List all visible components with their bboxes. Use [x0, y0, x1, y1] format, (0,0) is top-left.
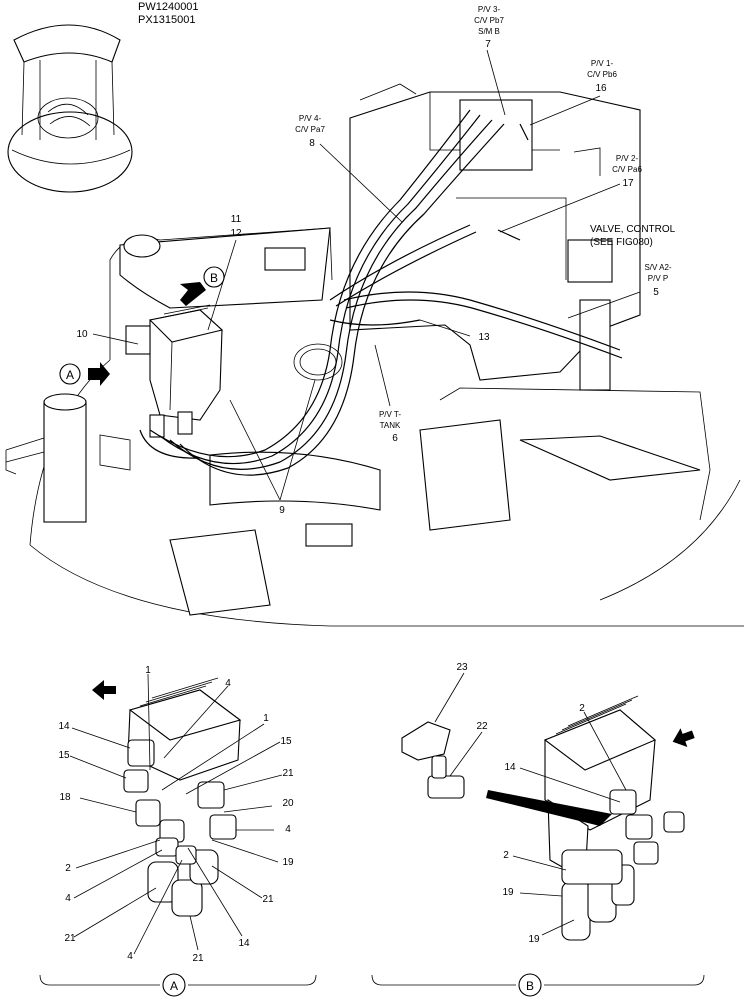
detail-a-label-15-left: 15 [58, 750, 70, 761]
hose-bundle [139, 109, 623, 476]
detail-b-direction-arrow-icon [672, 728, 695, 748]
control-valve-body [349, 83, 641, 391]
detail-b-label-14: 14 [504, 762, 516, 773]
detail-a-label-21-bottom: 21 [192, 953, 204, 964]
main-leader-lines [92, 49, 641, 501]
detail-b-title: B [526, 979, 534, 993]
label-17-line2: C/V Pa6 [612, 165, 642, 174]
label-7-line3: S/M B [478, 27, 500, 36]
detail-a-label-4-top: 4 [225, 678, 231, 689]
label-6: 6 [392, 433, 398, 444]
detail-a-label-21-right: 21 [282, 768, 294, 779]
machine-thumbnail [7, 24, 133, 193]
detail-a-title: A [170, 979, 178, 993]
detail-b-label-2-top: 2 [579, 703, 585, 714]
label-10: 10 [76, 329, 88, 340]
detail-a-label-1-right: 1 [263, 713, 269, 724]
view-b-letter: B [210, 271, 218, 285]
detail-a-label-4-bottom: 4 [127, 951, 133, 962]
detail-a-label-20: 20 [282, 798, 294, 809]
upper-frame-deck [5, 227, 744, 627]
detail-b-leader-lines [434, 672, 627, 936]
label-16-line1: P/V 1- [591, 59, 614, 68]
detail-a-label-21-left: 21 [64, 933, 76, 944]
detail-a-label-14-left: 14 [58, 721, 70, 732]
label-12: 12 [230, 228, 242, 239]
detail-a-label-19: 19 [282, 857, 294, 868]
label-13: 13 [478, 332, 490, 343]
header-code-1: PW1240001 [138, 1, 199, 13]
label-7-line2: C/V Pb7 [474, 16, 504, 25]
detail-b-label-19-upper: 19 [502, 887, 514, 898]
label-9: 9 [279, 505, 285, 516]
detail-a-label-15-right: 15 [280, 736, 292, 747]
label-8-line2: C/V Pa7 [295, 125, 325, 134]
pilot-valve-block [125, 304, 224, 438]
detail-b-label-19-lower: 19 [528, 934, 540, 945]
detail-a-label-14-bottom: 14 [238, 938, 250, 949]
detail-a-bracket: A [39, 973, 317, 997]
label-8-line1: P/V 4- [299, 114, 322, 123]
detail-b-label-22: 22 [476, 721, 488, 732]
detail-a-label-4-right: 4 [285, 824, 291, 835]
detail-a-label-18: 18 [59, 792, 71, 803]
detail-a-label-21-mid: 21 [262, 894, 274, 905]
detail-b-label-23: 23 [456, 662, 468, 673]
label-16: 16 [595, 83, 607, 94]
label-5-line1: S/V A2- [644, 263, 671, 272]
detail-a-leader-lines [69, 673, 283, 955]
detail-a-label-2: 2 [65, 863, 71, 874]
valve-control-ref: (SEE FIG080) [590, 237, 653, 248]
label-11: 11 [231, 214, 242, 225]
label-7: 7 [485, 39, 491, 50]
label-5-line2: P/V P [648, 274, 668, 283]
label-8: 8 [309, 138, 315, 149]
valve-control-label: VALVE, CONTROL [590, 224, 676, 235]
label-17: 17 [622, 178, 634, 189]
detail-b-label-2-left: 2 [503, 850, 509, 861]
detail-a-label-1-top: 1 [145, 665, 151, 676]
label-17-line1: P/V 2- [616, 154, 639, 163]
header-code-2: PX1315001 [138, 14, 196, 26]
detail-a-assembly [92, 677, 242, 917]
detail-b-bracket: B [371, 973, 705, 997]
view-a-callout: A [59, 362, 110, 386]
label-16-line2: C/V Pb6 [587, 70, 617, 79]
detail-b-assembly [401, 695, 695, 941]
label-6-line1: P/V T- [379, 410, 401, 419]
detail-a-direction-arrow-icon [92, 680, 116, 700]
view-a-letter: A [66, 368, 74, 382]
view-b-callout: B [180, 266, 225, 306]
detail-b-pointer-wedge [486, 790, 612, 826]
view-b-arrow-icon [180, 282, 206, 306]
label-5: 5 [653, 287, 659, 298]
view-a-arrow-icon [88, 362, 110, 386]
label-6-line2: TANK [380, 421, 401, 430]
detail-a-label-4-left: 4 [65, 893, 71, 904]
label-7-line1: P/V 3- [478, 5, 501, 14]
